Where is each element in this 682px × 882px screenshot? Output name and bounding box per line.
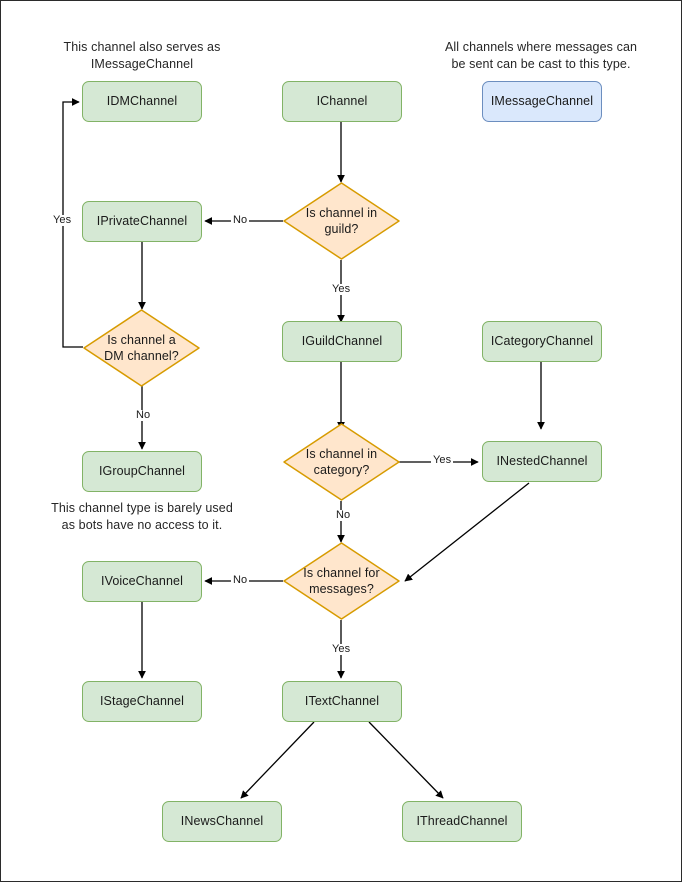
decision-line-1: Is channel in (305, 205, 378, 220)
note-message-channel: All channels where messages can be sent … (444, 40, 638, 71)
edge-itextchannel-to-inewschannel (240, 721, 315, 799)
edge-label-messages-no: No (231, 574, 250, 586)
node-idmchannel[interactable]: IDMChannel (82, 81, 202, 122)
edge-label-category-no: No (334, 509, 353, 521)
decision-label: Is channel a DM channel? (98, 332, 185, 365)
edge-label-messages-yes: Yes (330, 643, 353, 655)
node-iguildchannel[interactable]: IGuildChannel (282, 321, 402, 362)
decision-is-channel-a-dm-channel[interactable]: Is channel a DM channel? (83, 309, 200, 387)
decision-is-channel-in-category[interactable]: Is channel in category? (283, 423, 400, 501)
node-ivoicechannel[interactable]: IVoiceChannel (82, 561, 202, 602)
edge-label-dm-yes: Yes (51, 214, 74, 226)
diamond-shape (283, 542, 400, 620)
decision-label: Is channel in category? (300, 446, 383, 479)
decision-label: Is channel in guild? (300, 205, 383, 238)
edge-label-guild-yes: Yes (330, 283, 353, 295)
node-inestedchannel[interactable]: INestedChannel (482, 441, 602, 482)
node-ithreadchannel[interactable]: IThreadChannel (402, 801, 522, 842)
node-istagechannel[interactable]: IStageChannel (82, 681, 202, 722)
edge-label-dm-no: No (134, 409, 153, 421)
note-dm-channel: This channel also serves as IMessageChan… (63, 40, 221, 71)
edge-itextchannel-to-ithreadchannel (368, 721, 444, 799)
decision-is-channel-for-messages[interactable]: Is channel for messages? (283, 542, 400, 620)
edge-label-category-yes: Yes (431, 454, 454, 466)
node-iprivatechannel[interactable]: IPrivateChannel (82, 201, 202, 242)
decision-line-2: DM channel? (104, 349, 179, 363)
diamond-shape (83, 309, 200, 387)
diamond-shape (283, 423, 400, 501)
node-icategorychannel[interactable]: ICategoryChannel (482, 321, 602, 362)
node-itextchannel[interactable]: ITextChannel (282, 681, 402, 722)
decision-is-channel-in-guild[interactable]: Is channel in guild? (283, 182, 400, 260)
decision-line-1: Is channel a (107, 332, 176, 347)
node-inewschannel[interactable]: INewsChannel (162, 801, 282, 842)
decision-line-2: category? (313, 463, 370, 477)
decision-line-1: Is channel in (305, 446, 378, 461)
node-ichannel[interactable]: IChannel (282, 81, 402, 122)
diamond-shape (283, 182, 400, 260)
edge-inestedchannel-to-isformessages (404, 482, 530, 582)
node-igroupchannel[interactable]: IGroupChannel (82, 451, 202, 492)
decision-line-2: guild? (324, 222, 359, 236)
node-imessagechannel[interactable]: IMessageChannel (482, 81, 602, 122)
decision-line-1: Is channel for (303, 565, 380, 580)
decision-label: Is channel for messages? (297, 565, 385, 598)
note-group-channel: This channel type is barely used as bots… (51, 501, 233, 532)
edge-label-guild-no: No (231, 214, 250, 226)
decision-line-2: messages? (309, 582, 374, 596)
